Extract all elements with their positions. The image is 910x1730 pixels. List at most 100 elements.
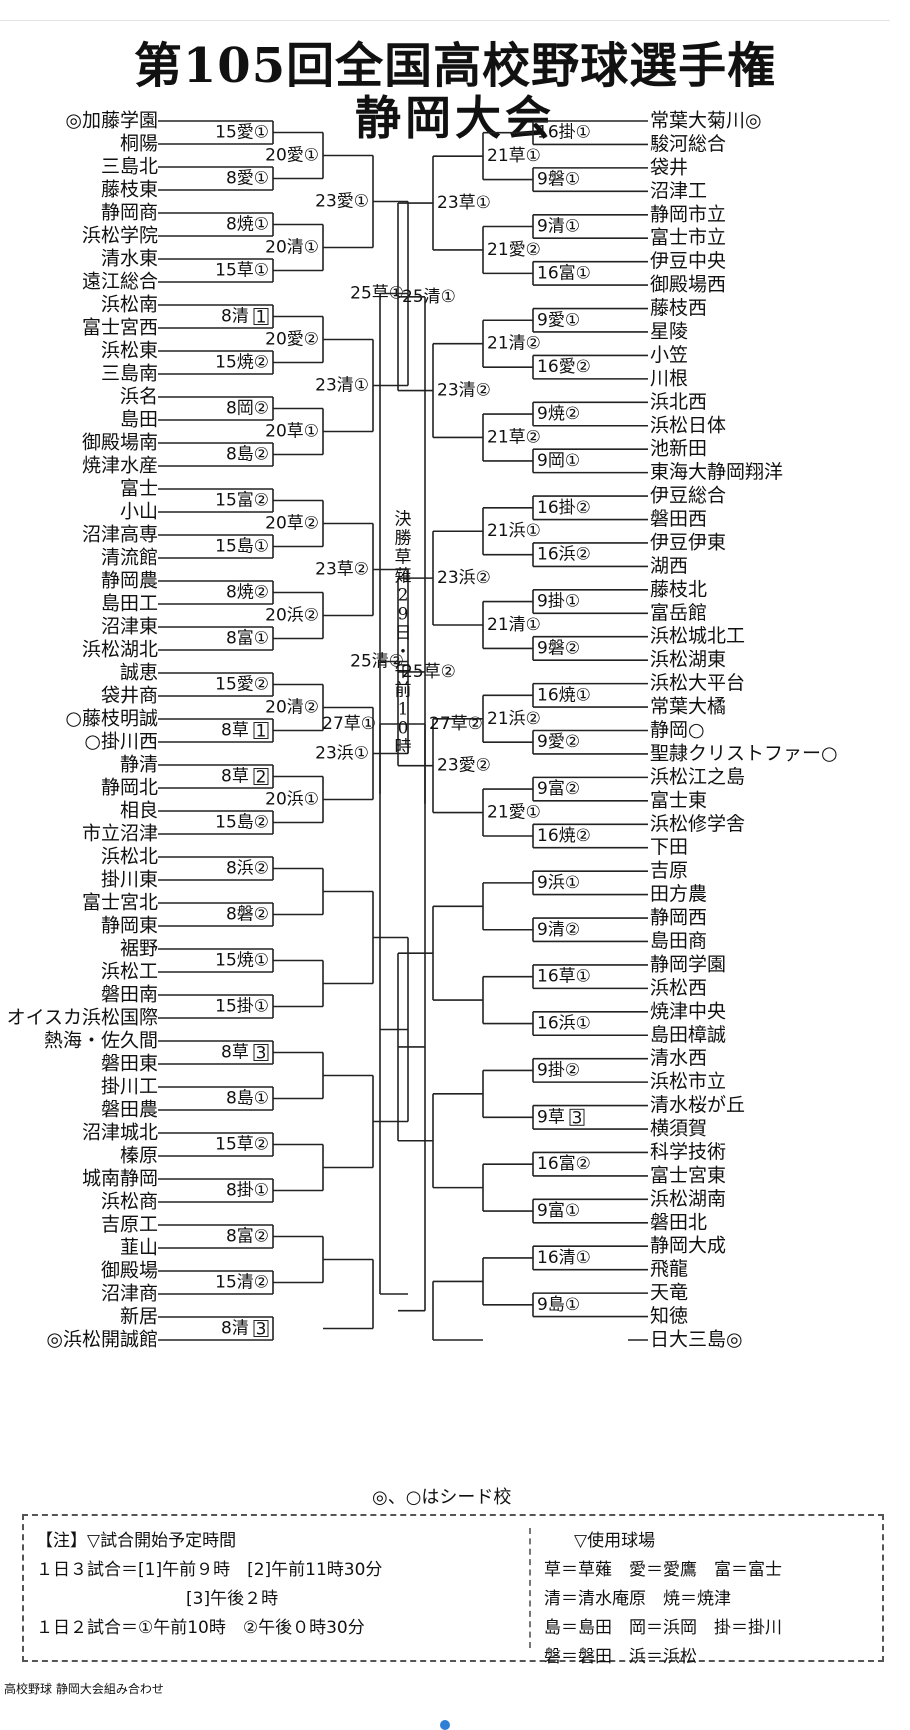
game-label: 23草② — [315, 560, 369, 580]
team-name-left: 島田工 — [101, 593, 158, 615]
page-title: 第105回全国高校野球選手権 — [133, 38, 777, 94]
semifinal-label-left: 27草① — [322, 714, 376, 734]
team-name-right: 島田商 — [650, 930, 707, 952]
game-label: 20愛② — [265, 330, 319, 350]
game-label: 25草① — [350, 284, 404, 304]
team-name-right: 横須賀 — [650, 1118, 707, 1140]
team-name-left: 沼津商 — [101, 1283, 158, 1305]
team-name-left: 吉原工 — [101, 1214, 158, 1236]
game-label: 9磐① — [537, 170, 580, 190]
team-name-left: 城南静岡 — [82, 1168, 158, 1190]
final-label-char: 決 — [395, 510, 412, 530]
team-name-left: 浜松工 — [101, 961, 158, 983]
game-label: 21愛① — [487, 803, 541, 823]
team-name-right: 浜松湖南 — [650, 1188, 726, 1210]
game-label: 9愛② — [537, 732, 580, 752]
final-label-char: 2 — [398, 586, 409, 606]
game-label: 15愛② — [215, 675, 269, 695]
page-subtitle: 静岡大会 — [355, 91, 555, 145]
game-label: 9清① — [537, 216, 580, 236]
game-label: 23清② — [437, 381, 491, 401]
final-label-char: 0 — [398, 719, 409, 739]
team-name-left: 沼津高専 — [82, 524, 158, 546]
game-label: 23浜① — [315, 744, 369, 764]
final-label-char: 草 — [395, 548, 412, 568]
team-name-right: 静岡西 — [650, 907, 707, 929]
team-name-right: 日大三島◎ — [650, 1329, 743, 1351]
team-name-right: 静岡○ — [650, 719, 705, 741]
game-label: 16掛② — [537, 498, 591, 518]
team-name-left: 静岡東 — [101, 915, 158, 937]
game-label: 16掛① — [537, 123, 591, 143]
team-name-right: 浜松大平台 — [650, 672, 745, 694]
boxed-number-frame — [253, 1320, 269, 1337]
team-name-right: 清水桜が丘 — [650, 1094, 745, 1116]
team-name-right: 川根 — [650, 367, 688, 389]
team-name-right: 浜松西 — [650, 977, 707, 999]
venue-heading: ▽使用球場 — [574, 1531, 656, 1551]
game-label: 16焼① — [537, 685, 591, 705]
team-name-left: 掛川東 — [101, 869, 158, 891]
boxed-number-frame — [253, 722, 269, 739]
team-name-right: 静岡大成 — [650, 1235, 726, 1257]
game-label: 8岡② — [226, 399, 269, 419]
team-name-right: 浜松江之島 — [650, 766, 745, 788]
team-name-right: 藤枝西 — [650, 297, 707, 319]
game-label: 9愛① — [537, 310, 580, 330]
final-label-char: 午 — [395, 662, 412, 682]
game-label: 8愛① — [226, 169, 269, 189]
team-name-right: 磐田北 — [650, 1211, 707, 1233]
team-name-right: 浜北西 — [650, 391, 707, 413]
team-name-right: 常葉大菊川◎ — [650, 110, 762, 132]
final-label-char: 時 — [395, 738, 412, 758]
team-name-left: 磐田南 — [101, 984, 158, 1006]
game-label: 15愛① — [215, 123, 269, 143]
game-label: 16草① — [537, 967, 591, 987]
game-label: 21愛② — [487, 240, 541, 260]
boxed-number: 2 — [256, 768, 267, 788]
top-divider — [0, 20, 890, 21]
team-name-right: 常葉大橘 — [650, 696, 726, 718]
team-name-right: 浜松日体 — [650, 414, 726, 436]
image-caption: 高校野球 静岡大会組み合わせ — [4, 1682, 164, 1696]
game-label: 9草 — [537, 1107, 565, 1127]
team-name-right: 焼津中央 — [650, 1000, 726, 1022]
boxed-number: 3 — [256, 1320, 267, 1340]
team-name-left: 市立沼津 — [82, 823, 158, 845]
team-name-right: 星陵 — [650, 320, 688, 342]
team-name-right: 富士宮東 — [650, 1164, 726, 1186]
game-label: 8草 — [221, 721, 249, 741]
team-name-left: 小山 — [120, 501, 158, 523]
boxed-number-frame — [253, 308, 269, 325]
notes-divider — [529, 1528, 531, 1648]
game-label: 9島① — [537, 1295, 580, 1315]
final-label-char: 1 — [398, 700, 409, 720]
notes-line1: １日３試合＝[1]午前９時 [2]午前11時30分 — [36, 1560, 383, 1580]
team-name-right: 藤枝北 — [650, 578, 707, 600]
final-label-char: 日 — [395, 624, 412, 644]
team-name-left: 浜松商 — [101, 1191, 158, 1213]
team-name-left: 浜名 — [120, 386, 158, 408]
team-name-right: 浜松城北工 — [650, 625, 745, 647]
team-name-left: 遠江総合 — [82, 271, 158, 293]
game-label: 25草② — [402, 662, 456, 682]
game-label: 16焼② — [537, 826, 591, 846]
game-label: 9岡① — [537, 451, 580, 471]
team-name-left: 沼津城北 — [82, 1122, 158, 1144]
game-label: 23草① — [437, 193, 491, 213]
game-label: 8磐② — [226, 905, 269, 925]
team-name-right: 天竜 — [650, 1282, 688, 1304]
game-label: 15清② — [215, 1273, 269, 1293]
game-label: 16富② — [537, 1154, 591, 1174]
boxed-number-frame — [253, 1044, 269, 1061]
seed-legend: ◎、○はシード校 — [372, 1487, 512, 1508]
team-name-left: 磐田農 — [101, 1099, 158, 1121]
game-label: 9富① — [537, 1201, 580, 1221]
team-name-left: 浜松南 — [101, 294, 158, 316]
team-name-left: 藤枝東 — [101, 179, 158, 201]
team-name-left: 静岡農 — [101, 570, 158, 592]
team-name-right: 湖西 — [650, 555, 688, 577]
game-label: 9掛② — [537, 1060, 580, 1080]
team-name-left: 熱海・佐久間 — [44, 1030, 158, 1052]
team-name-left: 袋井商 — [101, 685, 158, 707]
